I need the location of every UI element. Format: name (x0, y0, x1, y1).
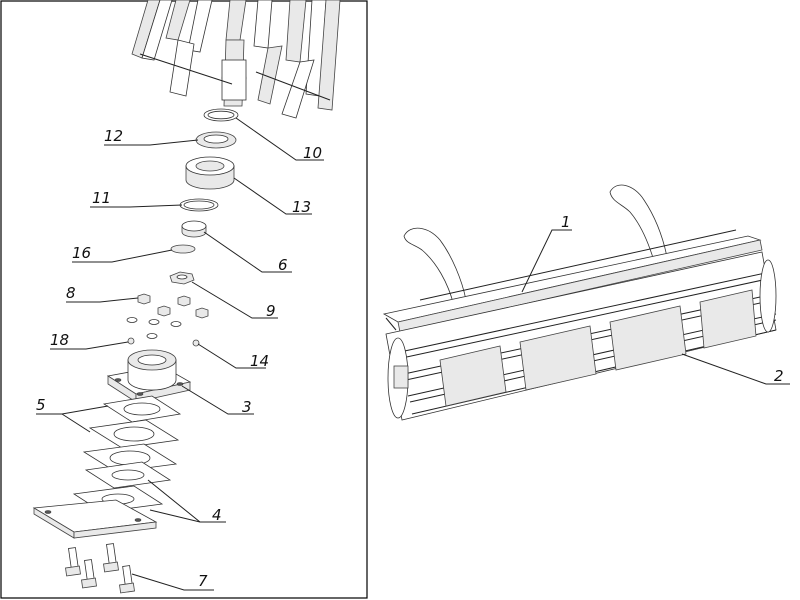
callout-2: 2 (774, 367, 784, 385)
bearing-13 (185, 156, 235, 190)
leader-1 (521, 229, 572, 293)
exploded-view: 10 12 13 11 6 16 9 8 18 14 3 5 4 7 (32, 0, 341, 594)
callout-13: 13 (292, 198, 311, 216)
callout-8: 8 (66, 284, 76, 302)
gasket-plates-5 (82, 395, 182, 473)
nut-9 (169, 271, 195, 285)
small-washers (126, 317, 182, 339)
callouts-left: 10 12 13 11 6 16 9 8 18 14 3 5 4 7 (36, 127, 322, 590)
leader-2 (681, 353, 790, 385)
left-hook-bracket (403, 227, 467, 307)
callout-9: 9 (266, 302, 276, 320)
callout-10: 10 (303, 144, 322, 162)
bushing-6 (181, 220, 207, 238)
callout-5: 5 (36, 396, 46, 414)
callout-6: 6 (278, 256, 288, 274)
bearing-housing-3 (106, 349, 192, 403)
grease-nipple-14 (192, 339, 200, 347)
grease-nipple-18 (127, 337, 135, 345)
rotor-fragment (131, 0, 341, 119)
mounting-plates-4 (32, 461, 172, 539)
callout-7: 7 (198, 572, 208, 590)
spring-washer-16 (170, 244, 196, 254)
bolts-7 (65, 543, 135, 594)
small-nuts-8 (137, 293, 209, 319)
callout-18: 18 (50, 331, 69, 349)
assembled-rotor: 1 2 (382, 184, 790, 421)
callout-12: 12 (104, 127, 123, 145)
callout-16: 16 (72, 244, 91, 262)
callout-1: 1 (561, 213, 571, 231)
callout-4: 4 (212, 506, 222, 524)
washer-12 (195, 131, 237, 149)
leader-lines-left (36, 117, 324, 591)
callout-14: 14 (250, 352, 269, 370)
callout-3: 3 (242, 398, 252, 416)
callout-11: 11 (92, 189, 111, 207)
rotor-blades (439, 289, 757, 407)
